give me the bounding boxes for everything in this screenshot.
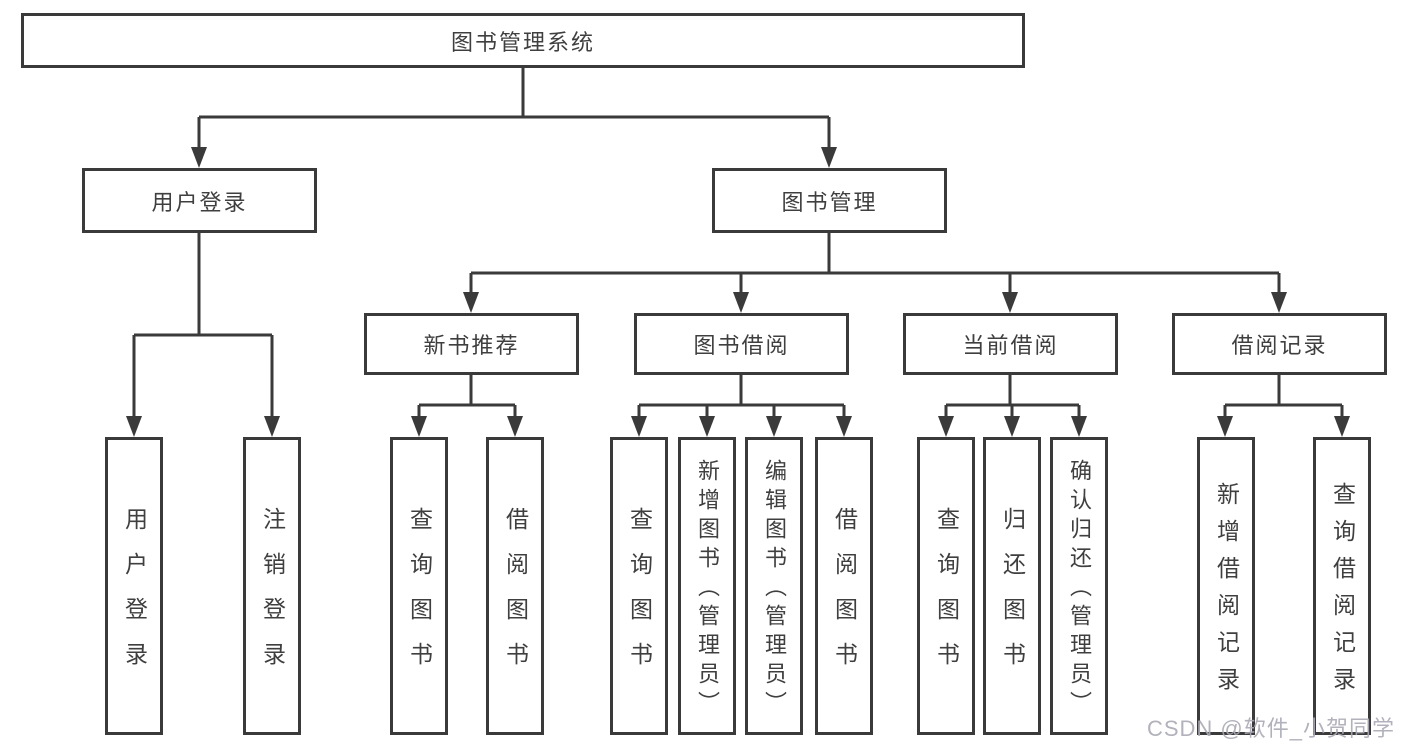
node-user-login: 用户登录 [82,168,317,233]
leaf-confirm-return-admin-label: 确认归还（管理员） [1067,459,1092,720]
node-book-management-label: 图书管理 [781,189,878,215]
leaf-confirm-return-admin: 确认归还（管理员） [1050,437,1108,735]
leaf-add-borrow-record: 新增借阅记录 [1197,437,1255,735]
node-current-borrowing: 当前借阅 [903,313,1118,375]
leaf-add-borrow-record-label: 新增借阅记录 [1213,482,1240,704]
leaf-query-borrow-record: 查询借阅记录 [1313,437,1371,735]
node-root-system: 图书管理系统 [21,13,1025,68]
leaf-borrow-books-1: 借阅图书 [486,437,544,735]
leaf-user-login: 用户登录 [105,437,163,735]
node-book-borrowing: 图书借阅 [634,313,849,375]
leaf-return-book: 归还图书 [983,437,1041,735]
node-new-book-recommend: 新书推荐 [364,313,579,375]
leaf-add-book-admin-label: 新增图书（管理员） [695,459,720,720]
leaf-edit-book-admin: 编辑图书（管理员） [745,437,803,735]
leaf-query-borrow-record-label: 查询借阅记录 [1329,482,1356,704]
node-user-login-label: 用户登录 [151,189,248,215]
node-borrow-records: 借阅记录 [1172,313,1387,375]
leaf-borrow-books-2-label: 借阅图书 [831,507,858,687]
leaf-return-book-label: 归还图书 [999,507,1026,687]
leaf-query-books-3: 查询图书 [917,437,975,735]
node-book-borrowing-label: 图书借阅 [693,333,790,358]
node-new-book-recommend-label: 新书推荐 [423,333,520,358]
leaf-query-books-3-label: 查询图书 [933,507,960,687]
node-borrow-records-label: 借阅记录 [1231,333,1328,358]
leaf-logout-login: 注销登录 [243,437,301,735]
leaf-edit-book-admin-label: 编辑图书（管理员） [762,459,787,720]
leaf-query-books-2: 查询图书 [610,437,668,735]
leaf-borrow-books-1-label: 借阅图书 [502,507,529,687]
leaf-query-books-1: 查询图书 [390,437,448,735]
node-current-borrowing-label: 当前借阅 [962,333,1059,358]
leaf-logout-login-label: 注销登录 [259,507,286,687]
leaf-add-book-admin: 新增图书（管理员） [678,437,736,735]
node-book-management: 图书管理 [712,168,947,233]
leaf-query-books-1-label: 查询图书 [406,507,433,687]
leaf-query-books-2-label: 查询图书 [626,507,653,687]
leaf-user-login-label: 用户登录 [121,507,148,687]
node-root-label: 图书管理系统 [450,29,595,55]
leaf-borrow-books-2: 借阅图书 [815,437,873,735]
